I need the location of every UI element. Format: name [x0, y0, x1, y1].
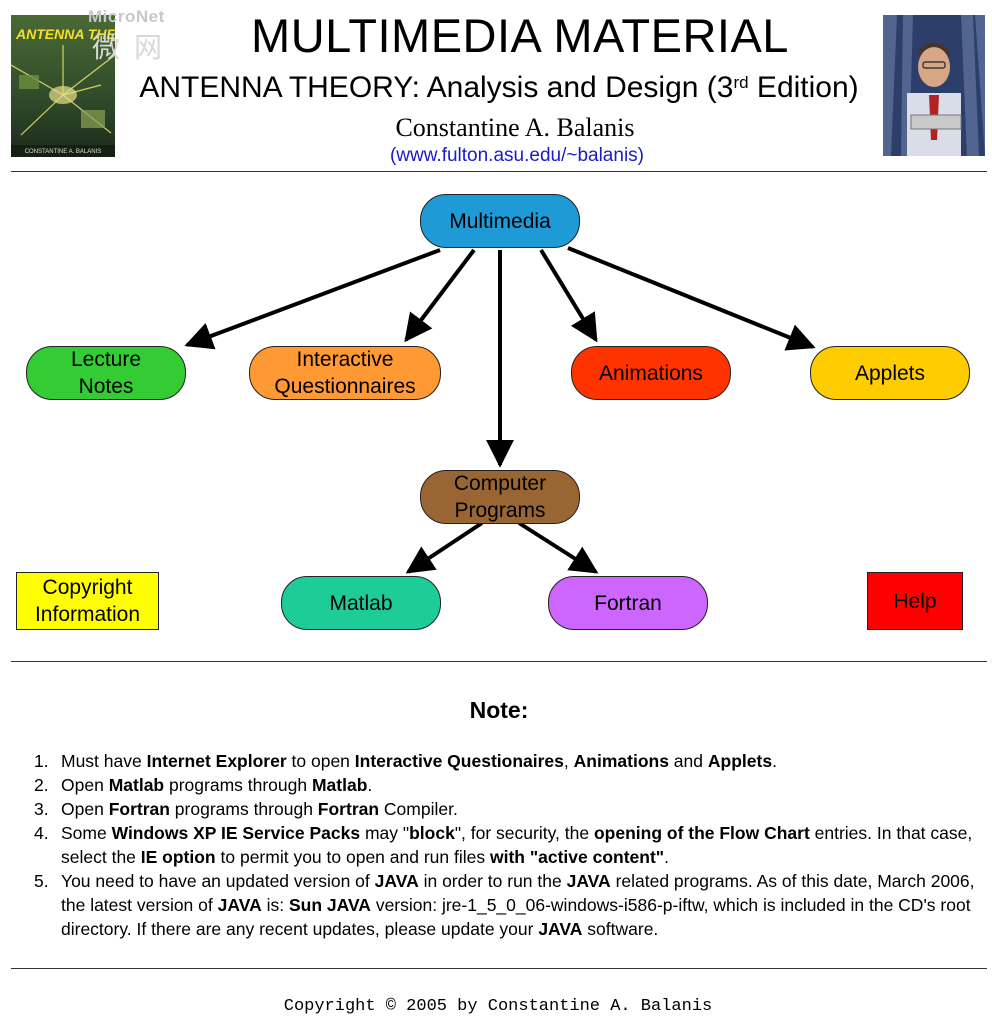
- note-item-number: 1.: [34, 751, 49, 771]
- note-item-text: block: [409, 823, 455, 843]
- note-item-text: software.: [582, 919, 659, 939]
- arrow-to-lecture-notes: [184, 248, 441, 350]
- note-item-text: to open: [286, 751, 355, 771]
- book-cover-image: CONSTANTINE A. BALANIS ANTENNA THEORY: [11, 15, 115, 157]
- note-item-text: Windows XP IE Service Packs: [111, 823, 361, 843]
- animations-button[interactable]: Animations: [571, 346, 731, 400]
- page-title: MULTIMEDIA MATERIAL: [251, 9, 789, 62]
- header-divider: [11, 171, 987, 172]
- note-item-text: and: [668, 751, 708, 771]
- footer-divider: [11, 968, 987, 969]
- note-item-text: Internet Explorer: [146, 751, 287, 771]
- note-item-text: related programs. As of this date, March…: [61, 871, 975, 915]
- copyright-footer: Copyright © 2005 by Constantine A. Balan…: [283, 997, 713, 1016]
- computer-programs-button[interactable]: Computer Programs: [420, 470, 580, 524]
- note-item-text: IE option: [140, 847, 216, 867]
- note-item-text: programs through: [164, 775, 312, 795]
- note-item-text: JAVA: [538, 919, 583, 939]
- note-item-text: is:: [261, 895, 289, 915]
- note-item-text: Sun JAVA: [288, 895, 371, 915]
- note-item: 5. You need to have an updated version of…: [34, 869, 992, 941]
- note-item-text: Matlab: [108, 775, 165, 795]
- author-photo: [883, 15, 985, 156]
- arrow-to-applets: [567, 246, 816, 351]
- watermark-text: MicroNet: [88, 7, 165, 26]
- flow-chart-arrows: [184, 246, 816, 574]
- note-item-text: with "active content": [489, 847, 665, 867]
- note-item-text: opening of the Flow Chart: [593, 823, 810, 843]
- applets-button[interactable]: Applets: [810, 346, 970, 400]
- note-item-text: .: [772, 751, 777, 771]
- note-item-text: version: jre-1_5_0_06-windows-i586-p-ift…: [61, 895, 971, 939]
- flowchart-divider: [11, 661, 987, 662]
- note-title: Note:: [469, 697, 529, 723]
- note-item-text: JAVA: [374, 871, 419, 891]
- matlab-button[interactable]: Matlab: [281, 576, 441, 630]
- note-item: 3.Open Fortran programs through Fortran …: [34, 797, 992, 821]
- note-item-text: Fortran: [317, 799, 380, 819]
- note-item-text: ", for security, the: [454, 823, 594, 843]
- watermark-cn-text: 微网: [92, 32, 177, 63]
- note-item-text: .: [664, 847, 669, 867]
- note-list: 1. Must have Internet Explorer to open In…: [34, 749, 992, 941]
- flow-chart: Multimedia Lecture Notes Interactive Que…: [0, 180, 992, 650]
- note-item-text: programs through: [169, 799, 318, 819]
- note-item-number: 4.: [34, 823, 49, 843]
- note-item-text: Applets: [707, 751, 773, 771]
- cover-title-text: ANTENNA THEORY: [15, 26, 115, 42]
- subtitle-post: Edition): [748, 71, 859, 104]
- note-item-number: 2.: [34, 775, 49, 795]
- note-item-text: You need to have an updated version of: [61, 871, 375, 891]
- note-item-text: Fortran: [108, 799, 170, 819]
- arrow-to-fortran: [517, 521, 599, 574]
- note-item-text: to permit you to open and run files: [215, 847, 490, 867]
- note-item-number: 3.: [34, 799, 49, 819]
- author-name: Constantine A. Balanis: [395, 113, 635, 142]
- note-item-text: Interactive Questionaires: [354, 751, 564, 771]
- book-subtitle: ANTENNA THEORY: Analysis and Design (3rd…: [0, 71, 992, 105]
- note-item: 4. Some Windows XP IE Service Packs may "…: [34, 821, 992, 869]
- note-item-text: Compiler.: [379, 799, 458, 819]
- note-item-text: Animations: [573, 751, 669, 771]
- subtitle-sup: rd: [733, 73, 749, 92]
- arrow-to-questionnaires: [404, 248, 476, 343]
- cover-author-text: CONSTANTINE A. BALANIS: [25, 149, 102, 155]
- arrow-to-animations: [539, 248, 598, 343]
- note-item-text: ,: [563, 751, 574, 771]
- arrow-to-matlab: [405, 521, 484, 574]
- note-item-number: 5.: [34, 871, 49, 891]
- note-item: 1. Must have Internet Explorer to open In…: [34, 749, 992, 773]
- note-item-text: entries. In that case, select the: [61, 823, 973, 867]
- note-item-text: Open: [61, 799, 109, 819]
- note-item-text: may ": [360, 823, 410, 843]
- note-item: 2. Open Matlab programs through Matlab.: [34, 773, 992, 797]
- author-url-link[interactable]: (www.fulton.asu.edu/~balanis): [389, 145, 644, 166]
- note-item-text: Matlab: [311, 775, 368, 795]
- note-item-text: Must have: [61, 751, 147, 771]
- help-button[interactable]: Help: [867, 572, 963, 630]
- lecture-notes-button[interactable]: Lecture Notes: [26, 346, 186, 400]
- fortran-button[interactable]: Fortran: [548, 576, 708, 630]
- note-item-text: JAVA: [566, 871, 611, 891]
- note-item-text: JAVA: [217, 895, 262, 915]
- note-item-text: Some: [61, 823, 112, 843]
- subtitle-pre: ANTENNA THEORY: Analysis and Design (3: [139, 71, 734, 104]
- interactive-questionnaires-button[interactable]: Interactive Questionnaires: [249, 346, 441, 400]
- multimedia-node[interactable]: Multimedia: [420, 194, 580, 248]
- note-item-text: Open: [61, 775, 109, 795]
- note-item-text: in order to run the: [418, 871, 567, 891]
- note-item-text: .: [367, 775, 373, 795]
- copyright-information-button[interactable]: Copyright Information: [16, 572, 159, 630]
